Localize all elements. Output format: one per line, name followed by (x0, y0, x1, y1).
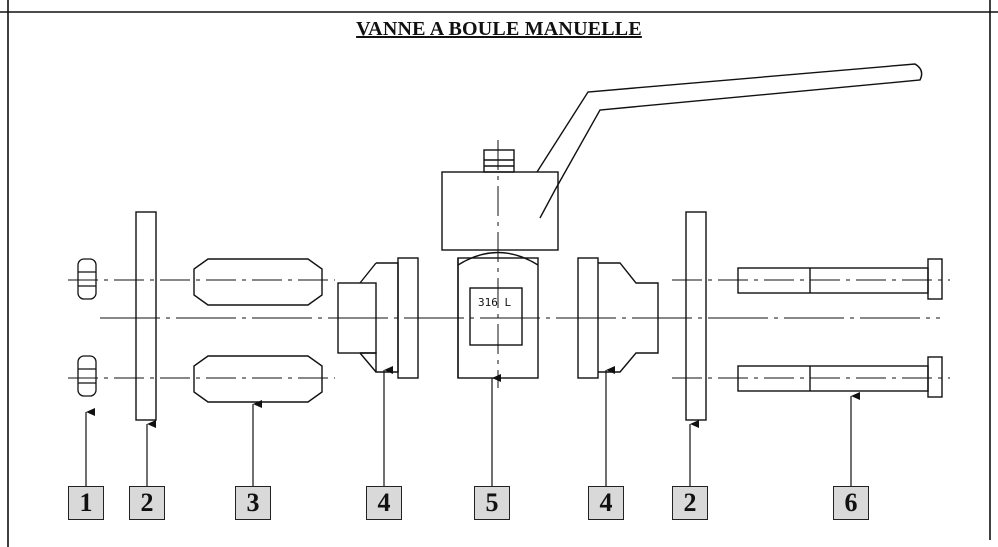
part-4-flange-left (337, 257, 419, 379)
part-label-1: 1 (68, 486, 104, 520)
part-3-sleeves (193, 258, 323, 403)
part-label-5: 5 (474, 486, 510, 520)
part-label-2: 2 (129, 486, 165, 520)
part-1-nuts (77, 258, 97, 397)
part-label-6: 6 (833, 486, 869, 520)
material-stamp: 316 L (478, 296, 512, 309)
drawing-title: VANNE A BOULE MANUELLE (356, 18, 642, 40)
part-label-4: 4 (366, 486, 402, 520)
part-2-gasket-left (135, 211, 157, 421)
part-4-flange-right (577, 257, 659, 379)
bolt-axis-lines (68, 279, 950, 379)
leader-arrows (85, 366, 860, 486)
part-2-gasket-right (685, 211, 707, 421)
part-label-4-right: 4 (588, 486, 624, 520)
part-label-2-right: 2 (672, 486, 708, 520)
part-label-3: 3 (235, 486, 271, 520)
part-5-valve-body (441, 63, 923, 388)
